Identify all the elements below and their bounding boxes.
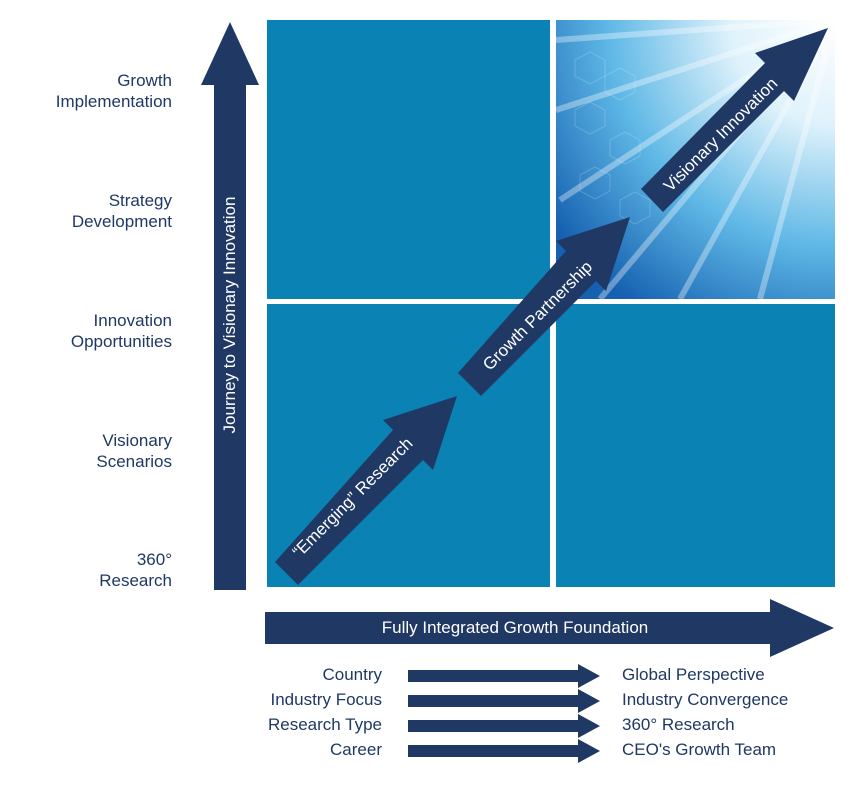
transition-to-global-perspective: Global Perspective (622, 665, 765, 684)
vertical-axis-arrow (201, 22, 259, 590)
transition-to-ceos-growth-team: CEO's Growth Team (622, 740, 777, 759)
quadrant-bottom-right (556, 304, 835, 587)
transition-to-industry-convergence: Industry Convergence (622, 690, 789, 709)
transition-from-industry-focus: Industry Focus (270, 690, 383, 709)
vertical-axis-title: Journey to Visionary Innovation (220, 196, 239, 434)
transition-from-research-type: Research Type (267, 715, 382, 734)
transition-arrow-industry-focus (408, 689, 600, 713)
transition-arrow-country (408, 664, 600, 688)
y-level-visionary-scenarios: Visionary Scenarios (96, 431, 172, 471)
transition-to-360-research: 360° Research (622, 715, 735, 734)
transition-arrow-career (408, 739, 600, 763)
transition-arrow-research-type (408, 714, 600, 738)
quadrant-top-left (267, 20, 550, 299)
horizontal-axis-arrow (265, 599, 834, 657)
transition-from-country: Country (322, 665, 382, 684)
diagonal-arrow-emerging-research (275, 396, 457, 585)
y-level-strategy-development: Strategy Development (71, 191, 172, 231)
horizontal-axis-title: Fully Integrated Growth Foundation (381, 618, 649, 637)
diagonal-arrow-visionary-innovation (641, 28, 828, 212)
y-level-360-research: 360° Research (99, 550, 172, 590)
transition-from-career: Career (330, 740, 382, 759)
y-level-innovation-opportunities: Innovation Opportunities (70, 311, 172, 351)
y-level-growth-implementation: Growth Implementation (55, 71, 172, 111)
diagonal-arrow-growth-partnership (458, 217, 630, 396)
